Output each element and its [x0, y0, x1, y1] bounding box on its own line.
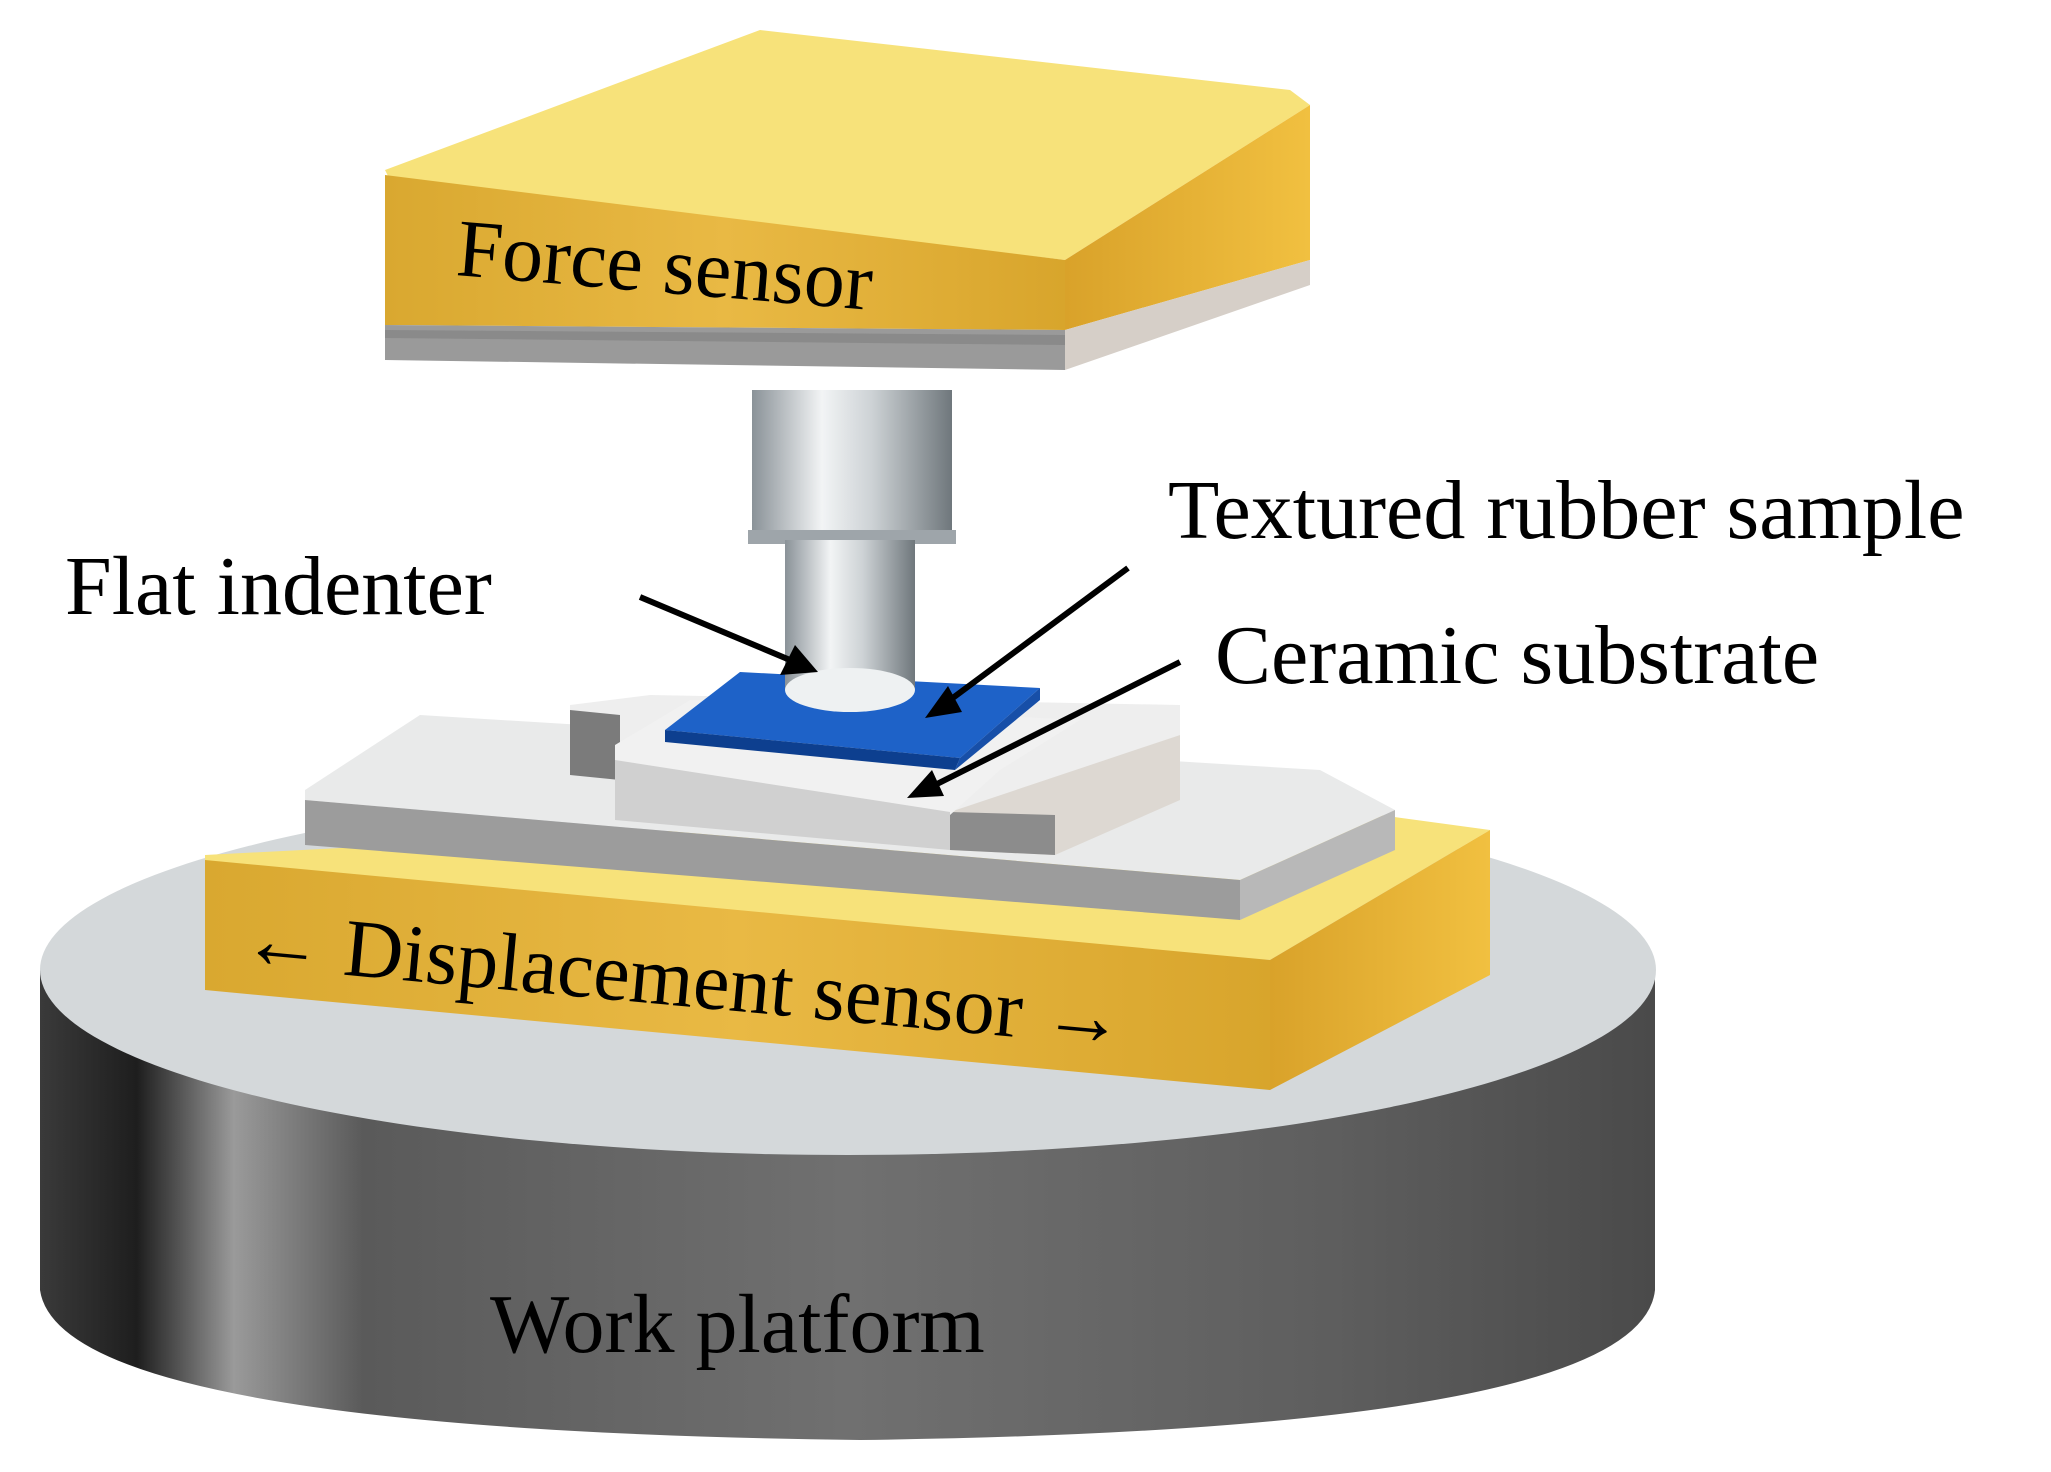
force-sensor	[385, 30, 1310, 370]
ceramic-substrate-front	[615, 760, 950, 850]
arrow-flat-indenter	[638, 594, 792, 663]
displacement-sensor-right	[1270, 830, 1490, 1090]
force-sensor-right	[1065, 105, 1310, 330]
label-ceramic-substrate: Ceramic substrate	[1215, 609, 1819, 702]
displacement-sensor-front	[205, 860, 1270, 1090]
rubber-sample-right	[955, 688, 1040, 770]
force-sensor-top	[385, 30, 1310, 260]
arrow-ceramic-substrate	[933, 659, 1182, 788]
label-flat-indenter: Flat indenter	[65, 540, 492, 633]
arrow-rubber-sample	[948, 565, 1130, 703]
force-sensor-front	[385, 175, 1065, 330]
flat-indenter	[748, 390, 956, 712]
label-textured-rubber-sample: Textured rubber sample	[1168, 464, 1964, 557]
rubber-sample-front	[665, 730, 960, 770]
label-work-platform: Work platform	[490, 1278, 985, 1371]
leader-arrows	[638, 565, 1182, 798]
